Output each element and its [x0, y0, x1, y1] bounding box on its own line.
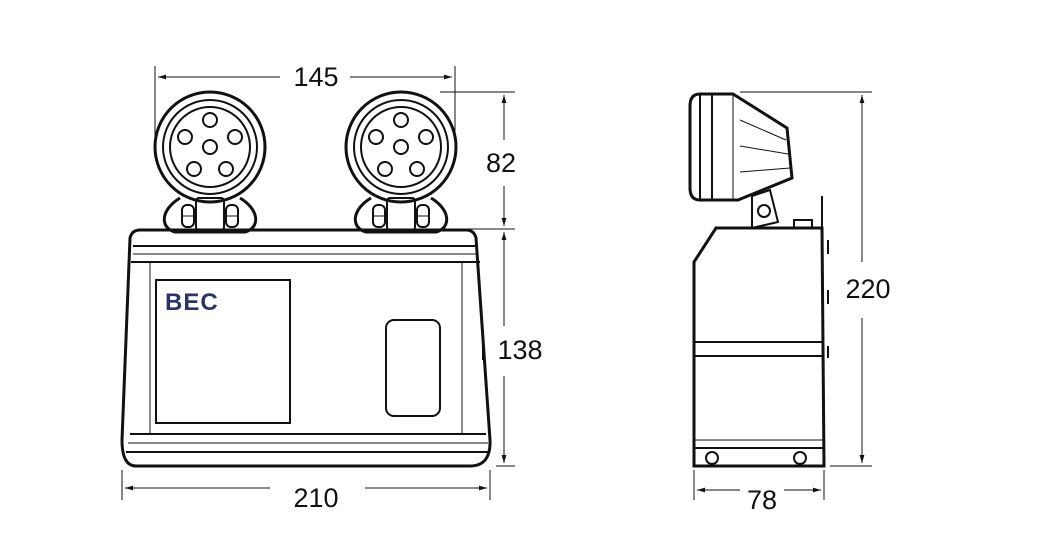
side-lamp-head	[688, 92, 794, 202]
dim-depth: 78	[747, 485, 777, 515]
side-view	[688, 92, 829, 468]
brand-logo: BEC	[165, 289, 219, 316]
right-lamp-bracket	[353, 196, 449, 234]
side-housing	[692, 196, 829, 468]
dim-lamp-spacing: 145	[293, 62, 338, 92]
dim-lamp-height: 82	[486, 148, 516, 178]
dim-total-height: 220	[845, 274, 890, 304]
front-view: BEC	[120, 90, 492, 468]
label-panel: BEC	[155, 279, 291, 424]
dim-total-width: 210	[293, 483, 338, 513]
left-lamp-head	[153, 90, 267, 204]
dim-body-height: 138	[497, 335, 542, 365]
front-housing	[120, 228, 492, 468]
dimension-lines	[121, 66, 872, 500]
dimension-labels: 145 82 138 210 220 78	[293, 62, 890, 515]
indicator-window	[385, 319, 441, 417]
side-bracket	[748, 188, 784, 230]
right-lamp-head	[344, 90, 458, 204]
